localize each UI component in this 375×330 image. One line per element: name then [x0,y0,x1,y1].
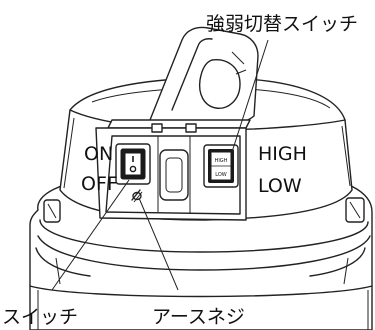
switch-off-mark [129,165,137,173]
leader-ground-screw [138,197,179,291]
strength-switch[interactable]: HIGH LOW [203,144,239,188]
label-low: LOW [258,175,302,197]
label-strength-switch: 強弱切替スイッチ [206,13,358,35]
switch-high-text: HIGH [215,158,228,164]
switch-low-text: LOW [215,172,227,178]
label-ground-screw: アースネジ [152,306,245,328]
label-off: OFF [81,173,118,195]
carry-handle [149,26,259,128]
power-switch[interactable] [115,143,151,185]
ground-screw[interactable] [131,189,143,203]
leader-strength-switch [231,39,269,153]
label-switch: スイッチ [2,306,78,328]
label-high: HIGH [258,143,307,165]
leader-lines [51,39,269,291]
label-on: ON [84,143,113,165]
leader-switch [51,179,130,291]
